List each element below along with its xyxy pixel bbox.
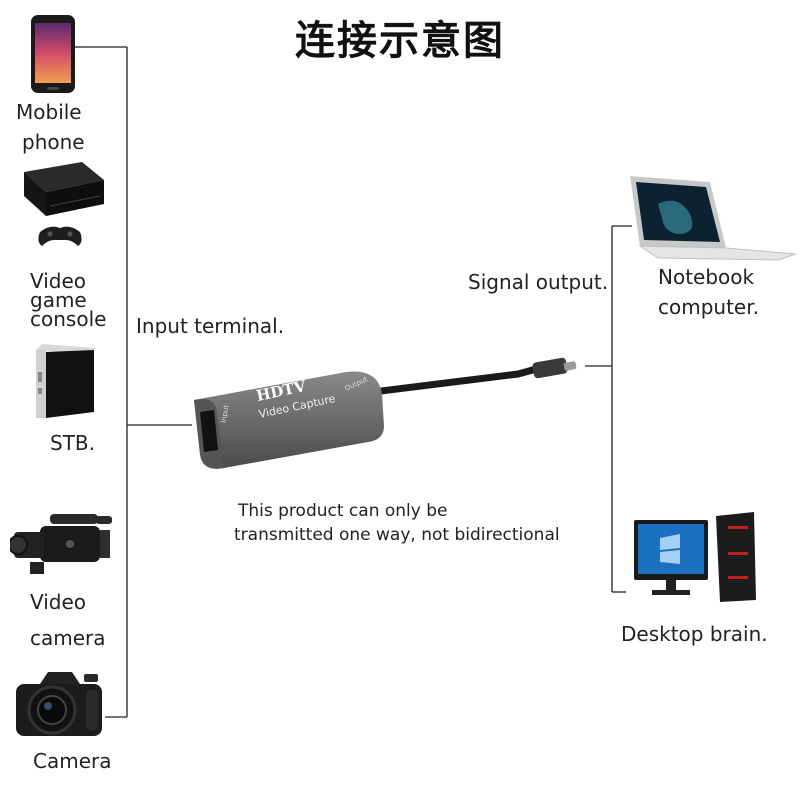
console-label-line1: Video <box>30 269 87 293</box>
stb-icon <box>36 344 96 418</box>
video-capture-device-icon <box>194 357 577 469</box>
camera-icon <box>16 672 102 736</box>
mobile-phone-icon <box>31 15 75 93</box>
video-camera-icon <box>10 514 112 574</box>
mobile-label-line2: phone <box>22 130 85 154</box>
input-terminal-label: Input terminal. <box>136 314 285 338</box>
desktop-computer-icon <box>634 512 756 602</box>
console-label-line2: game <box>30 288 87 312</box>
page-title: 连接示意图 <box>295 18 505 64</box>
notebook-label-line1: Notebook <box>658 265 755 289</box>
desktop-label: Desktop brain. <box>621 622 768 646</box>
note-line2: transmitted one way, not bidirectional <box>234 525 560 545</box>
notebook-computer-icon <box>630 176 797 261</box>
video-camera-label-line1: Video <box>30 590 87 614</box>
note-line1: This product can only be <box>238 501 448 521</box>
signal-output-label: Signal output. <box>468 270 609 294</box>
camera-label: Camera <box>33 749 112 773</box>
notebook-label-line2: computer. <box>658 295 759 319</box>
mobile-label-line1: Mobile <box>16 100 82 124</box>
stb-label: STB. <box>50 431 95 455</box>
game-console-icon <box>24 162 104 246</box>
console-label-line3: console <box>30 307 107 331</box>
video-camera-label-line2: camera <box>30 626 106 650</box>
